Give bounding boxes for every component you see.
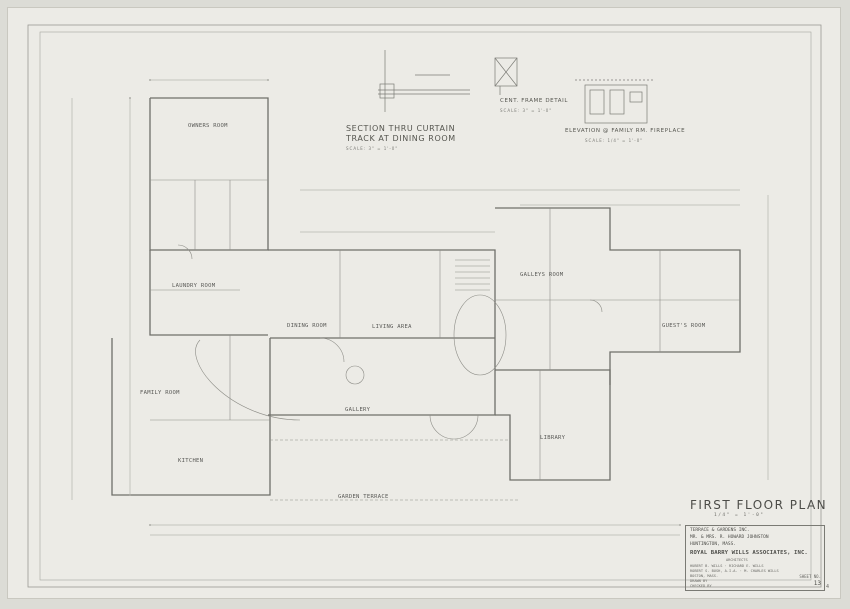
title-block-address: BOSTON, MASS. <box>690 574 719 578</box>
room-label-galleys: GALLEYS ROOM <box>520 272 564 278</box>
room-label-guests: GUEST'S ROOM <box>662 323 706 329</box>
title-block-sheet-label: SHEET NO. <box>799 574 821 579</box>
title-block-line3: HUNTINGTON, MASS. <box>690 542 737 547</box>
sheet-corner-number: 4 <box>826 584 830 590</box>
title-block-drawn: DRAWN BY <box>690 579 708 583</box>
elevation-title: ELEVATION @ FAMILY RM. FIREPLACE <box>565 128 686 134</box>
room-label-terrace: GARDEN TERRACE <box>338 494 389 500</box>
room-label-dining: DINING ROOM <box>287 323 327 329</box>
room-label-laundry: LAUNDRY ROOM <box>172 283 216 289</box>
title-block: TERRACE & GARDENS INC. MR. & MRS. R. HOW… <box>685 525 825 591</box>
title-block-partners-2: ROBERT S. BUSH, A.I.A. · M. CHARLES WILL… <box>690 569 779 573</box>
room-label-gallery: GALLERY <box>345 407 371 413</box>
room-label-family: FAMILY ROOM <box>140 390 180 396</box>
drawing-title: FIRST FLOOR PLAN <box>690 498 828 512</box>
title-block-line2: MR. & MRS. R. HOWARD JOHNSTON <box>690 535 769 540</box>
elevation-scale: SCALE: 1/4" = 1'-0" <box>585 138 644 143</box>
elevation-detail-title: ELEVATION @ FAMILY RM. FIREPLACE SCALE: … <box>565 126 685 146</box>
room-label-owners: OWNERS ROOM <box>188 123 228 129</box>
title-block-checked: CHECKED BY <box>690 584 712 588</box>
room-label-library: LIBRARY <box>540 435 566 441</box>
section-title-line2: TRACK AT DINING ROOM <box>346 134 456 143</box>
title-block-line1: TERRACE & GARDENS INC. <box>690 528 750 533</box>
section-scale: SCALE: 3" = 1'-0" <box>346 146 399 151</box>
title-block-firm: ROYAL BARRY WILLS ASSOCIATES, INC. <box>690 550 808 556</box>
cent-frame-scale: SCALE: 3" = 1'-0" <box>500 108 553 113</box>
cent-frame-detail-title: CENT. FRAME DETAIL SCALE: 3" = 1'-0" <box>500 96 568 116</box>
room-label-living: LIVING AREA <box>372 324 412 330</box>
room-label-kitchen: KITCHEN <box>178 458 204 464</box>
drawing-scale: 1/4" = 1'-0" <box>714 513 765 518</box>
drawing-sheet <box>8 8 840 598</box>
title-block-partners-1: HUBERT B. WILLS · RICHARD E. WILLS <box>690 564 764 568</box>
section-detail-title: SECTION THRU CURTAIN TRACK AT DINING ROO… <box>346 124 456 154</box>
section-title-line1: SECTION THRU CURTAIN <box>346 124 456 133</box>
cent-frame-title: CENT. FRAME DETAIL <box>500 98 569 104</box>
title-block-role: ARCHITECTS <box>726 558 748 562</box>
title-block-sheet-number: 13 <box>813 580 821 587</box>
